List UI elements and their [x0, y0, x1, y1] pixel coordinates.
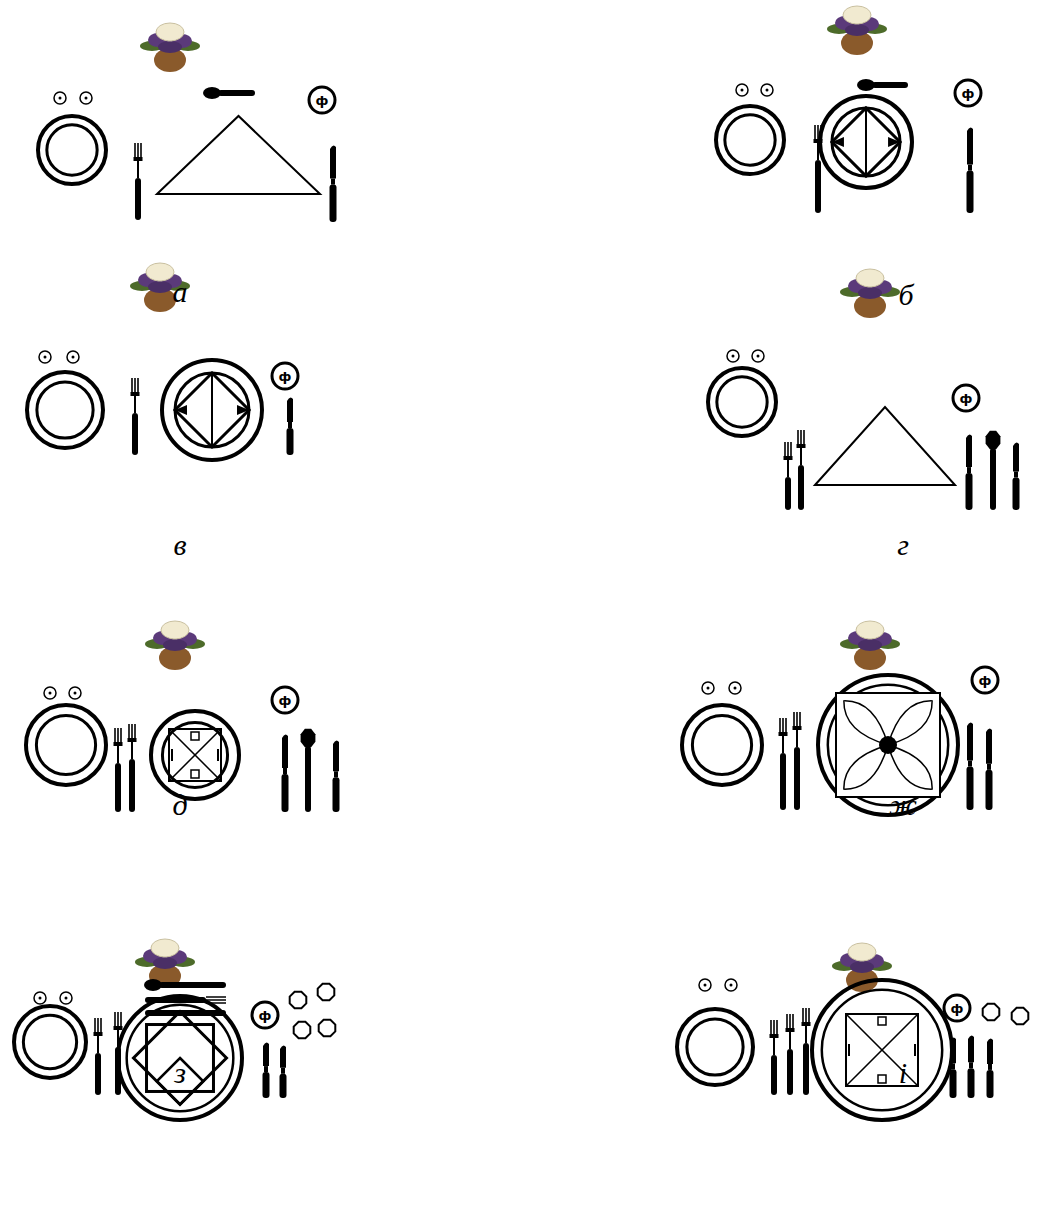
panel-letter: г [897, 528, 909, 562]
glass-mark: ф [279, 693, 292, 708]
glass-mark: ф [316, 93, 329, 108]
panel-letter: ж [889, 788, 917, 822]
glass-mark: ф [962, 86, 975, 101]
panel-letter: і [899, 1056, 907, 1090]
glass-mark: ф [259, 1008, 272, 1023]
panel-letter: а [173, 275, 188, 309]
glass-mark: ф [279, 369, 292, 384]
glass-mark: ф [979, 673, 992, 688]
panel-letter: б [898, 278, 913, 312]
panel-letter: в [173, 528, 186, 562]
glass-mark: ф [951, 1001, 964, 1016]
panel-letter: з [174, 1056, 186, 1090]
panel-letter: д [172, 788, 187, 822]
glass-mark: ф [960, 391, 973, 406]
